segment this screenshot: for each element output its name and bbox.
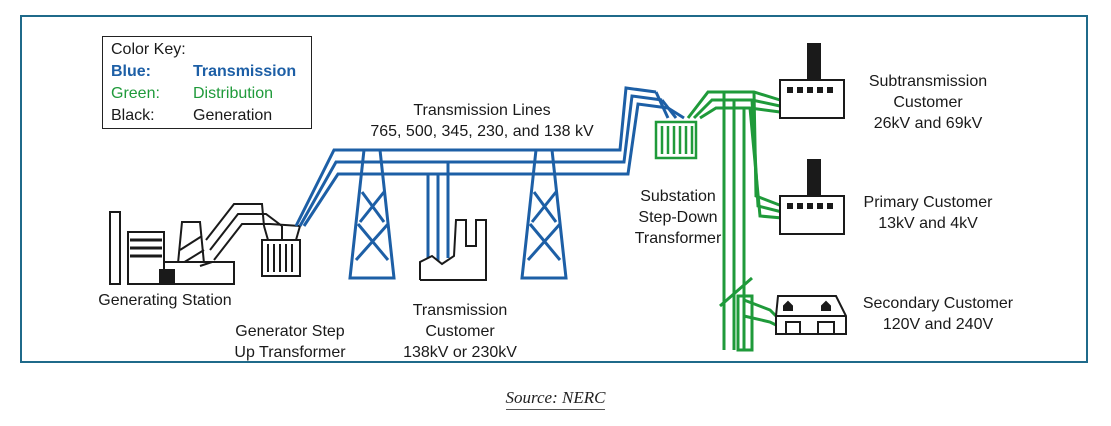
diagram-frame [20,15,1088,363]
primary-customer-line-1: Primary Customer [863,194,993,211]
secondary-customer-line-2: 120V and 240V [882,316,994,333]
substation-line-1: Substation [640,188,716,205]
subtransmission-customer-line-2: Customer [893,94,963,111]
generating-station-icon [109,203,301,285]
color-key-title: Color Key: [111,41,186,58]
color-key-black-name: Black: [111,107,155,124]
color-key-green-meaning: Distribution [193,85,274,102]
transmission-customer-tap [426,162,450,270]
subtransmission-customer-icon [779,43,845,119]
color-key-green-name: Green: [111,85,160,102]
transmission-tower-2-icon [520,148,568,280]
secondary-customer-line-1: Secondary Customer [862,295,1014,312]
transmission-lines-voltages: 765, 500, 345, 230, and 138 kV [370,123,594,140]
transmission-tower-1-icon [348,148,396,280]
source-caption: Source: NERC [0,388,1111,410]
transmission-customer-line-2: Customer [425,323,495,340]
color-key-blue-name: Blue: [111,63,151,80]
source-text: Source: NERC [505,388,606,410]
subtransmission-customer-line-3: 26kV and 69kV [873,115,983,132]
generator-transformer-line-1: Generator Step [235,323,345,340]
transmission-customer-line-3: 138kV or 230kV [403,344,517,361]
subtransmission-customer-line-1: Subtransmission [868,73,988,90]
color-key: Color Key: Blue: Transmission Green: Dis… [102,36,312,129]
color-key-black-meaning: Generation [193,107,273,124]
transmission-lines [294,86,685,227]
generator-transformer-line-2: Up Transformer [234,344,346,361]
transmission-customer-line-1: Transmission [412,302,508,319]
transmission-lines-label: Transmission Lines 765, 500, 345, 230, a… [332,100,632,142]
transmission-lines-title: Transmission Lines [413,102,551,119]
substation-line-3: Transformer [634,230,722,247]
substation-label: Substation Step-Down Transformer [618,186,738,249]
primary-customer-icon [779,159,845,235]
subtransmission-customer-label: Subtransmission Customer 26kV and 69kV [848,71,1008,134]
secondary-customer-icon [775,295,847,335]
transmission-customer-label: Transmission Customer 138kV or 230kV [385,300,535,363]
color-key-blue-meaning: Transmission [193,63,297,80]
substation-transformer-icon [654,120,698,160]
transmission-customer-icon [419,219,487,281]
generator-transformer-label: Generator Step Up Transformer [210,321,370,363]
substation-line-2: Step-Down [638,209,718,226]
primary-customer-label: Primary Customer 13kV and 4kV [846,192,1010,234]
secondary-customer-label: Secondary Customer 120V and 240V [846,293,1030,335]
generating-station-label: Generating Station [98,292,232,309]
primary-customer-line-2: 13kV and 4kV [878,215,978,232]
